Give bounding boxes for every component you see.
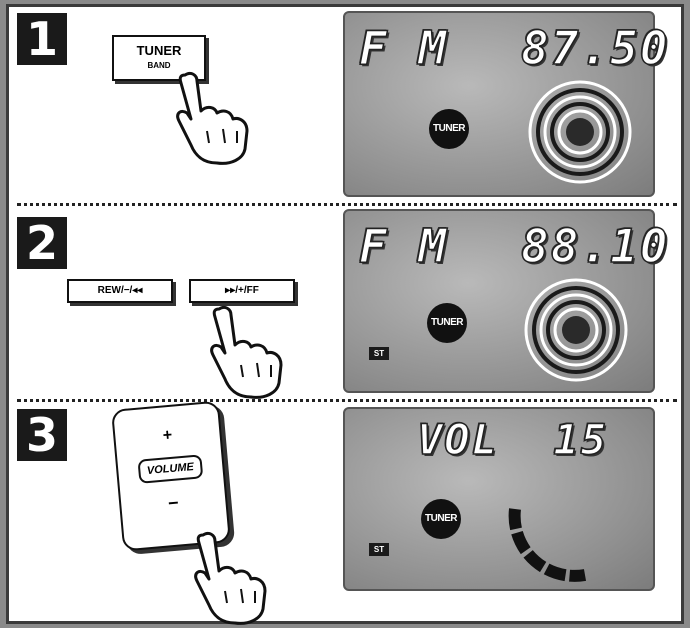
ff-button-label: ▸▸/+/FF xyxy=(225,285,259,296)
tuner-band-button-sublabel: BAND xyxy=(147,61,171,70)
ff-button[interactable]: ▸▸/+/FF xyxy=(189,279,295,303)
volume-plus-label: + xyxy=(162,426,173,445)
tuner-band-button[interactable]: TUNER BAND xyxy=(112,35,206,81)
step-2-display: F M 88.10 TUNER ST xyxy=(343,209,668,393)
step-1-tuner-icon: TUNER xyxy=(429,109,469,149)
step-3-volume-text: VOL 15 xyxy=(416,414,609,465)
step-2-tuning-dial-icon xyxy=(524,278,628,382)
tuner-band-button-label: TUNER xyxy=(136,43,182,58)
pointing-hand-icon xyxy=(194,531,267,625)
step-1-frequency-text: 87.50 xyxy=(520,20,670,76)
step-3-number: 3 xyxy=(17,409,67,461)
volume-minus-label: − xyxy=(167,492,180,514)
step-1-tuning-dial-icon xyxy=(528,80,632,184)
step-2-stereo-indicator: ST xyxy=(369,347,389,360)
step-3-stereo-indicator: ST xyxy=(369,543,389,556)
step-3-tuner-icon: TUNER xyxy=(421,499,461,539)
rew-button[interactable]: REW/−/◂◂ xyxy=(67,279,173,303)
step-2-band-text: F M xyxy=(358,218,449,274)
step-divider-1 xyxy=(17,203,677,206)
step-divider-2 xyxy=(17,399,677,402)
step-1-display: F M 87.50 TUNER xyxy=(343,11,668,197)
rew-button-label: REW/−/◂◂ xyxy=(97,285,143,296)
step-2-number: 2 xyxy=(17,217,67,269)
step-3-display: VOL 15 TUNER ST xyxy=(343,407,655,591)
step-2-frequency-text: 88.10 xyxy=(520,218,670,274)
step-3-volume-arc-icon xyxy=(508,508,587,582)
instruction-page: 1 TUNER BAND F M 87.50 TUNER 2 REW/−/◂◂ … xyxy=(6,4,684,625)
pointing-hand-icon xyxy=(210,305,283,399)
step-1-band-text: F M xyxy=(358,20,449,76)
step-1-number: 1 xyxy=(17,13,67,65)
pointing-hand-icon xyxy=(176,71,249,165)
step-2-tuner-icon: TUNER xyxy=(427,303,467,343)
volume-label: VOLUME xyxy=(137,454,204,484)
